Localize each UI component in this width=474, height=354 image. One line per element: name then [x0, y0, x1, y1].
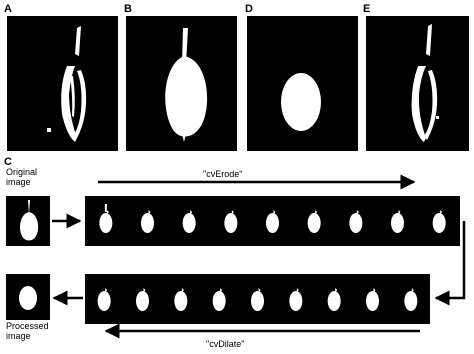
original-image-panel [6, 196, 50, 246]
panel-b-label: B [124, 4, 132, 15]
erode-seed-8 [391, 210, 404, 233]
processed-image-panel [6, 274, 50, 320]
processed-image-label-line2: image [6, 332, 31, 342]
original-image-label-line2: image [6, 178, 31, 188]
erode-seed-7 [349, 210, 362, 233]
erode-label: "cvErode" [203, 170, 242, 180]
dilate-seed-4 [213, 288, 226, 311]
erode-sequence-strip [85, 196, 460, 246]
erode-seed-9 [433, 210, 446, 233]
panel-e-label: E [363, 4, 370, 15]
dilate-seed-8 [366, 288, 379, 311]
dilate-label: "cvDilate" [206, 340, 244, 350]
panel-a-image [7, 16, 118, 151]
dilate-seed-1 [98, 288, 111, 311]
dilate-seed-7 [328, 288, 341, 311]
dilate-seed-5 [251, 288, 264, 311]
panel-b-image [126, 16, 237, 151]
erode-seed-6 [308, 210, 321, 233]
dilate-seed-6 [289, 288, 302, 311]
panel-d-image [247, 16, 358, 151]
erode-seed-3 [183, 210, 196, 233]
panel-a-label: A [4, 4, 12, 15]
dilate-seed-2 [136, 288, 149, 311]
erode-seed-5 [266, 210, 279, 233]
erode-seed-4 [224, 210, 237, 233]
panel-e-image [366, 16, 469, 151]
erode-seed-2 [141, 210, 154, 233]
dilate-seed-3 [174, 288, 187, 311]
erode-seed-1 [99, 204, 112, 233]
panel-d-label: D [245, 4, 253, 15]
dilate-sequence-strip [85, 274, 430, 324]
dilate-seed-9 [404, 288, 417, 311]
